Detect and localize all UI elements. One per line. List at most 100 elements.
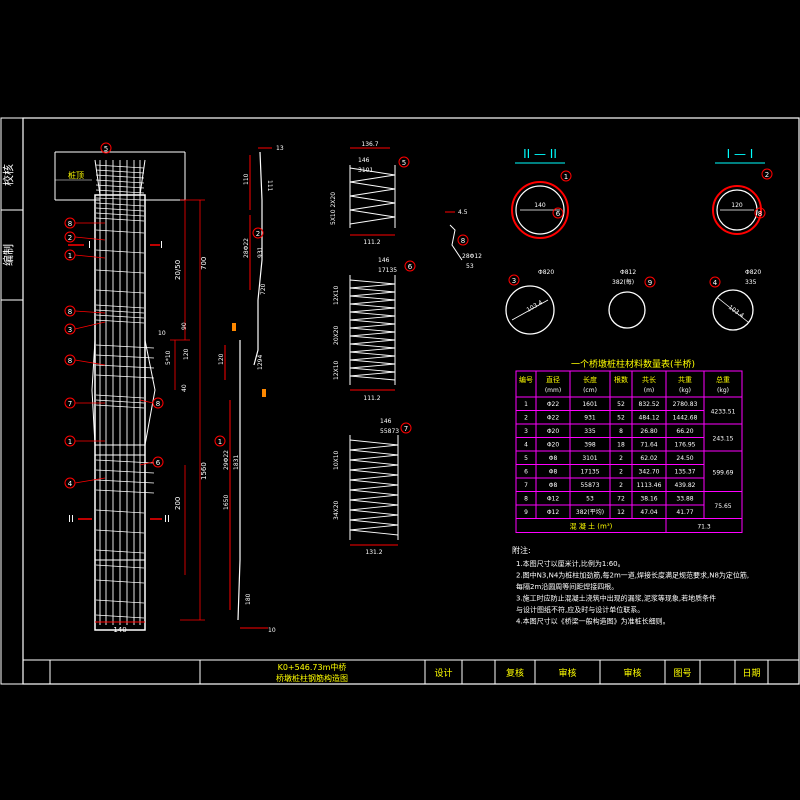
dim-120: 120 <box>183 348 190 360</box>
sub3-d335: 335 <box>745 279 757 286</box>
table-cell: 55873 <box>580 482 599 489</box>
d-1650: 1650 <box>223 495 230 510</box>
spiral7-left2: 34X20 <box>333 500 340 520</box>
hook-marker: 8 <box>461 237 465 245</box>
table-cell: 3101 <box>582 455 597 462</box>
dim-90: 90 <box>181 322 188 330</box>
spiral5-count: 146 <box>358 157 370 164</box>
spiral6-left1: 12X10 <box>333 285 340 305</box>
note-line: 1.本图尺寸以厘米计,比例为1:60。 <box>516 559 625 568</box>
title-cell: 复核 <box>506 667 524 679</box>
table-cell: 135.37 <box>675 469 696 476</box>
table-header: 长度 <box>583 375 597 384</box>
dim-10: 10 <box>158 330 166 337</box>
table-cell: 17135 <box>580 469 599 476</box>
table-header-unit: (kg) <box>717 387 729 394</box>
marker-4: 4 <box>68 480 73 488</box>
d-180: 180 <box>245 593 252 605</box>
hook-45: 4.5 <box>458 209 468 216</box>
marker-1c: 1 <box>218 438 222 446</box>
table-cell: 342.70 <box>639 469 660 476</box>
table-cell: 38.16 <box>640 496 657 503</box>
spiral5-top: 136.7 <box>361 141 378 148</box>
sub3-marker: 4 <box>713 279 718 287</box>
dim-200: 200 <box>174 497 182 510</box>
dim-700: 700 <box>200 257 208 270</box>
sec2-m6: 6 <box>556 210 561 218</box>
title-cell: 审核 <box>623 667 641 679</box>
spiral7-len: 55873 <box>380 428 399 435</box>
table-header: 直径 <box>546 375 560 384</box>
table-cell: Φ22 <box>547 401 560 408</box>
spiral6-count: 146 <box>378 257 390 264</box>
spiral7-marker: 7 <box>404 425 408 433</box>
table-cell: 2 <box>524 415 528 422</box>
marker-8c: 8 <box>68 357 72 365</box>
marker-7: 7 <box>68 400 72 408</box>
table-header: 共长 <box>642 375 656 384</box>
table-title: 一个桥墩桩柱材料数量表(半桥) <box>571 358 695 370</box>
sub2-marker: 9 <box>648 279 652 287</box>
spiral7-bottom: 131.2 <box>365 549 382 556</box>
marker-3: 3 <box>68 326 72 334</box>
title-cell: 审核 <box>558 667 576 679</box>
table-cell: 382(平均) <box>576 508 604 516</box>
table-cell: 12 <box>617 509 625 516</box>
title-cell: 日期 <box>742 668 760 679</box>
table-cell: 1601 <box>582 401 597 408</box>
spiral7-count: 146 <box>380 418 392 425</box>
table-header: 编号 <box>519 375 533 384</box>
sec2-m1: 1 <box>564 173 568 181</box>
marker-1b: 1 <box>68 438 72 446</box>
table-cell: 5 <box>524 455 528 462</box>
sub1-rebar: Φ820 <box>538 269 554 276</box>
table-header-unit: (m) <box>644 387 655 394</box>
table-cell: 62.02 <box>640 455 657 462</box>
section-I-left: I <box>88 240 91 251</box>
marker-1a: 1 <box>68 252 72 260</box>
stamp-draw: 编制 <box>1 244 15 266</box>
table-cell: 2780.83 <box>673 401 698 408</box>
title-line1: K0+546.73m中桥 <box>278 662 347 672</box>
sec2-dim: 140 <box>534 202 546 209</box>
material-table: 一个桥墩桩柱材料数量表(半桥) 编号直径(mm)长度(cm)根数共长(m)共重(… <box>515 358 743 533</box>
spiral5-marker: 5 <box>402 159 406 167</box>
note-line: 2.图中N3,N4为桩柱加劲筋,每2m一道,焊接长度满足规范要求,N8为定位筋, <box>516 571 749 580</box>
stamp-check: 校核 <box>1 164 15 186</box>
notes-title: 附注: <box>512 545 531 555</box>
table-cell: 439.82 <box>675 482 696 489</box>
table-cell: 72 <box>617 496 625 503</box>
spiral6-bottom: 111.2 <box>363 395 380 402</box>
table-cell: 41.77 <box>676 509 693 516</box>
table-cell: 71.64 <box>640 442 657 449</box>
table-cell: 1 <box>524 401 528 408</box>
spiral6-marker: 6 <box>408 263 413 271</box>
table-cell: Φ12 <box>547 496 560 503</box>
section-II-title: II — II <box>523 147 557 161</box>
hook-28312: 28Φ12 <box>462 253 482 260</box>
dim-510: 5*10 <box>165 350 172 365</box>
table-total: 599.69 <box>713 469 734 476</box>
marker-8a: 8 <box>68 220 72 228</box>
small-hook-detail: 4.5 8 28Φ12 53 <box>445 209 482 270</box>
note-line: 与设计图纸不符,应及时与设计单位联系。 <box>516 605 644 614</box>
table-header: 总重 <box>716 375 730 384</box>
sub2-rebar: Φ812 <box>620 269 636 276</box>
table-cell: 2 <box>619 469 623 476</box>
d-1294: 1294 <box>257 355 264 370</box>
width-bottom-label: 140 <box>113 626 126 634</box>
table-cell: Φ22 <box>547 415 560 422</box>
table-cell: 9 <box>524 509 528 516</box>
table-cell: 484.12 <box>639 415 660 422</box>
table-cell: 1442.68 <box>673 415 698 422</box>
pile-top-note: 桩顶 <box>68 170 84 180</box>
note-line: 3.施工时应防止混凝土浇筑中出现的漏浆,泥浆等现象,若地质条件 <box>516 594 716 603</box>
table-cell: 8 <box>524 496 528 503</box>
note-line: 每隔2m沿圆周等间距焊接四根。 <box>516 582 618 591</box>
d-120: 120 <box>218 353 225 365</box>
dim-1560: 1560 <box>200 462 208 480</box>
table-cell: 52 <box>617 401 625 408</box>
table-cell: 6 <box>524 469 528 476</box>
dim-2050: 20/50 <box>174 260 182 280</box>
spiral-details: 136.7 146 3101 5 5X10 2X20 111.2 146 171… <box>330 141 416 556</box>
